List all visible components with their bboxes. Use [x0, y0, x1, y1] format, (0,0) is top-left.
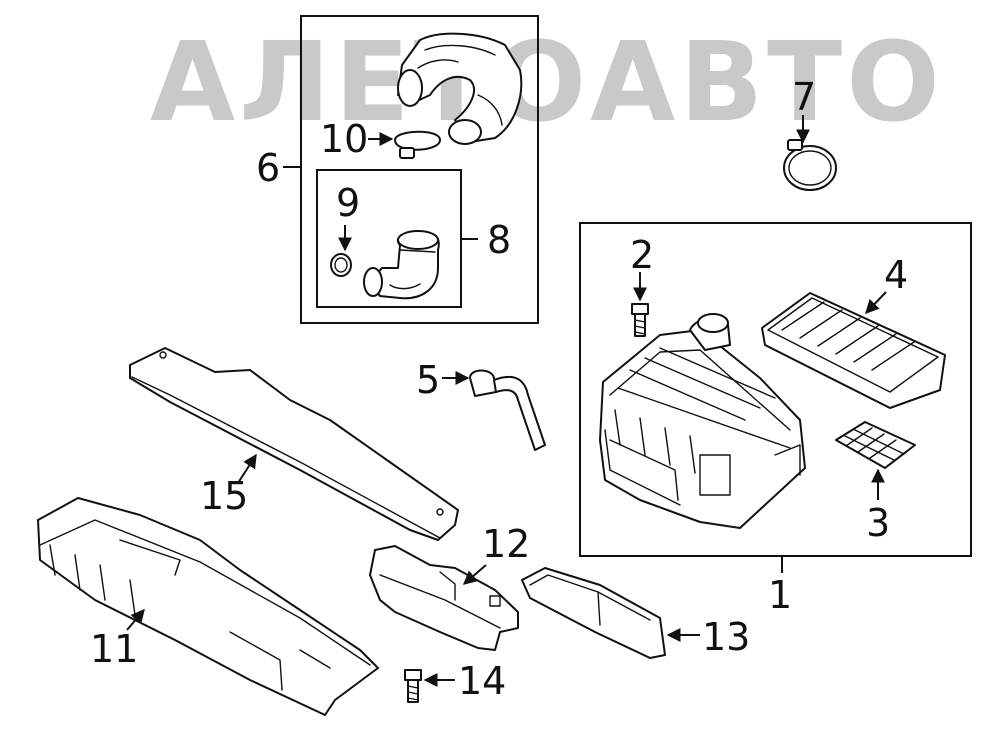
- group-6-frame: [300, 15, 539, 324]
- filter-element-4: [761, 292, 946, 409]
- callout-13: 13: [702, 615, 750, 659]
- callout-3: 3: [866, 501, 890, 545]
- bolt-2: [631, 303, 649, 337]
- callout-15: 15: [200, 474, 248, 518]
- filter-grid-3: [835, 421, 916, 469]
- callout-12: 12: [482, 522, 530, 566]
- callout-8: 8: [487, 218, 511, 262]
- intake-hose: [397, 32, 523, 145]
- long-cover-15: [129, 347, 459, 541]
- bolt-14: [404, 669, 422, 703]
- leader-11: [126, 608, 145, 631]
- air-cleaner-housing: [599, 313, 806, 529]
- elbow-duct: [363, 230, 440, 300]
- callout-4: 4: [884, 253, 908, 297]
- clamp-7: [783, 139, 837, 191]
- leader-15: [237, 453, 257, 484]
- callout-10: 10: [320, 117, 368, 161]
- hose-clamp-10: [394, 130, 441, 159]
- resonator-13: [521, 567, 666, 659]
- callout-7: 7: [792, 75, 816, 119]
- callout-5: 5: [416, 358, 440, 402]
- leader-4: [865, 291, 887, 315]
- o-ring-9: [330, 253, 352, 277]
- leader-12: [462, 564, 487, 585]
- callout-6: 6: [256, 146, 280, 190]
- callout-9: 9: [336, 181, 360, 225]
- callout-2: 2: [630, 233, 654, 277]
- callout-11: 11: [90, 627, 138, 671]
- breather-hose-5: [469, 369, 546, 451]
- callout-1: 1: [768, 573, 792, 617]
- watermark-text: АЛЕТОАВТО: [150, 18, 944, 146]
- bracket-12: [369, 545, 519, 651]
- air-intake-duct-11: [37, 497, 379, 716]
- group-1-frame: [579, 222, 972, 557]
- callout-14: 14: [458, 659, 506, 703]
